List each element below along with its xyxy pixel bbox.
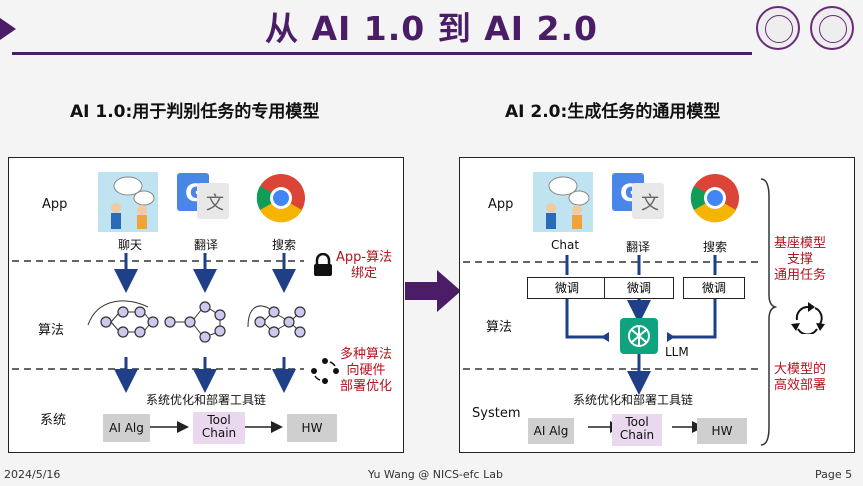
chrome-icon <box>256 173 306 223</box>
cycle-arrows-icon <box>787 300 829 338</box>
left-diagram <box>12 253 306 433</box>
footer-author: Yu Wang @ NICS-efc Lab <box>368 468 503 481</box>
note-foundation-model: 基座模型 支撑 通用任务 <box>774 236 827 283</box>
left-app-label-search: 搜索 <box>272 238 297 252</box>
left-box-hw: HW <box>287 414 337 442</box>
left-row-app: App <box>42 197 68 212</box>
right-app-label-chat: Chat <box>551 238 580 252</box>
left-app-label-translate: 翻译 <box>194 238 219 252</box>
university-seal-logo-2 <box>810 6 854 50</box>
left-row-sys: 系统 <box>40 413 67 428</box>
right-box-ai-alg: AI Alg <box>528 418 574 444</box>
lock-icon <box>312 252 334 281</box>
right-box-tool-chain: Tool Chain <box>612 414 662 446</box>
university-seal-logo <box>756 6 800 50</box>
title-underline <box>12 52 752 55</box>
tune-box-2: 微调 <box>604 277 674 299</box>
left-row-alg: 算法 <box>38 323 65 338</box>
tune-box-1: 微调 <box>527 277 607 299</box>
right-diagram <box>463 178 778 446</box>
footer-page: Page 5 <box>815 468 853 481</box>
left-box-ai-alg: AI Alg <box>103 414 150 442</box>
right-app-label-translate: 翻译 <box>626 240 651 254</box>
left-box-tool-chain: Tool Chain <box>193 412 245 444</box>
openai-llm-icon <box>620 318 658 354</box>
left-heading: AI 1.0:用于判别任务的专用模型 <box>70 102 320 122</box>
svg-text:文: 文 <box>206 193 224 214</box>
chat-people-icon <box>98 172 158 232</box>
note-efficient-deploy: 大模型的 高效部署 <box>774 362 827 393</box>
cycle-dots-icon <box>310 357 340 389</box>
llm-label: LLM <box>665 345 689 359</box>
left-toolchain-title: 系统优化和部署工具链 <box>146 393 267 407</box>
svg-text:文: 文 <box>641 193 659 214</box>
slide-title: 从 AI 1.0 到 AI 2.0 <box>265 9 598 48</box>
note-multi-alg: 多种算法 向硬件 部署优化 <box>340 347 393 394</box>
left-app-label-chat: 聊天 <box>118 238 143 252</box>
right-box-hw: HW <box>697 418 747 444</box>
transition-arrow-icon <box>405 270 461 316</box>
right-row-alg: 算法 <box>486 320 513 335</box>
right-row-sys: System <box>472 406 521 421</box>
right-row-app: App <box>488 197 514 212</box>
right-toolchain-title: 系统优化和部署工具链 <box>573 393 694 407</box>
chat-people-icon-right <box>533 172 593 232</box>
tune-box-3: 微调 <box>683 277 745 299</box>
slide-marker-icon <box>0 18 16 40</box>
note-app-alg-bind: App-算法 绑定 <box>336 250 393 281</box>
right-heading: AI 2.0:生成任务的通用模型 <box>505 102 721 122</box>
right-app-label-search: 搜索 <box>703 240 728 254</box>
chrome-icon-right <box>690 173 740 223</box>
footer-date: 2024/5/16 <box>4 468 61 481</box>
